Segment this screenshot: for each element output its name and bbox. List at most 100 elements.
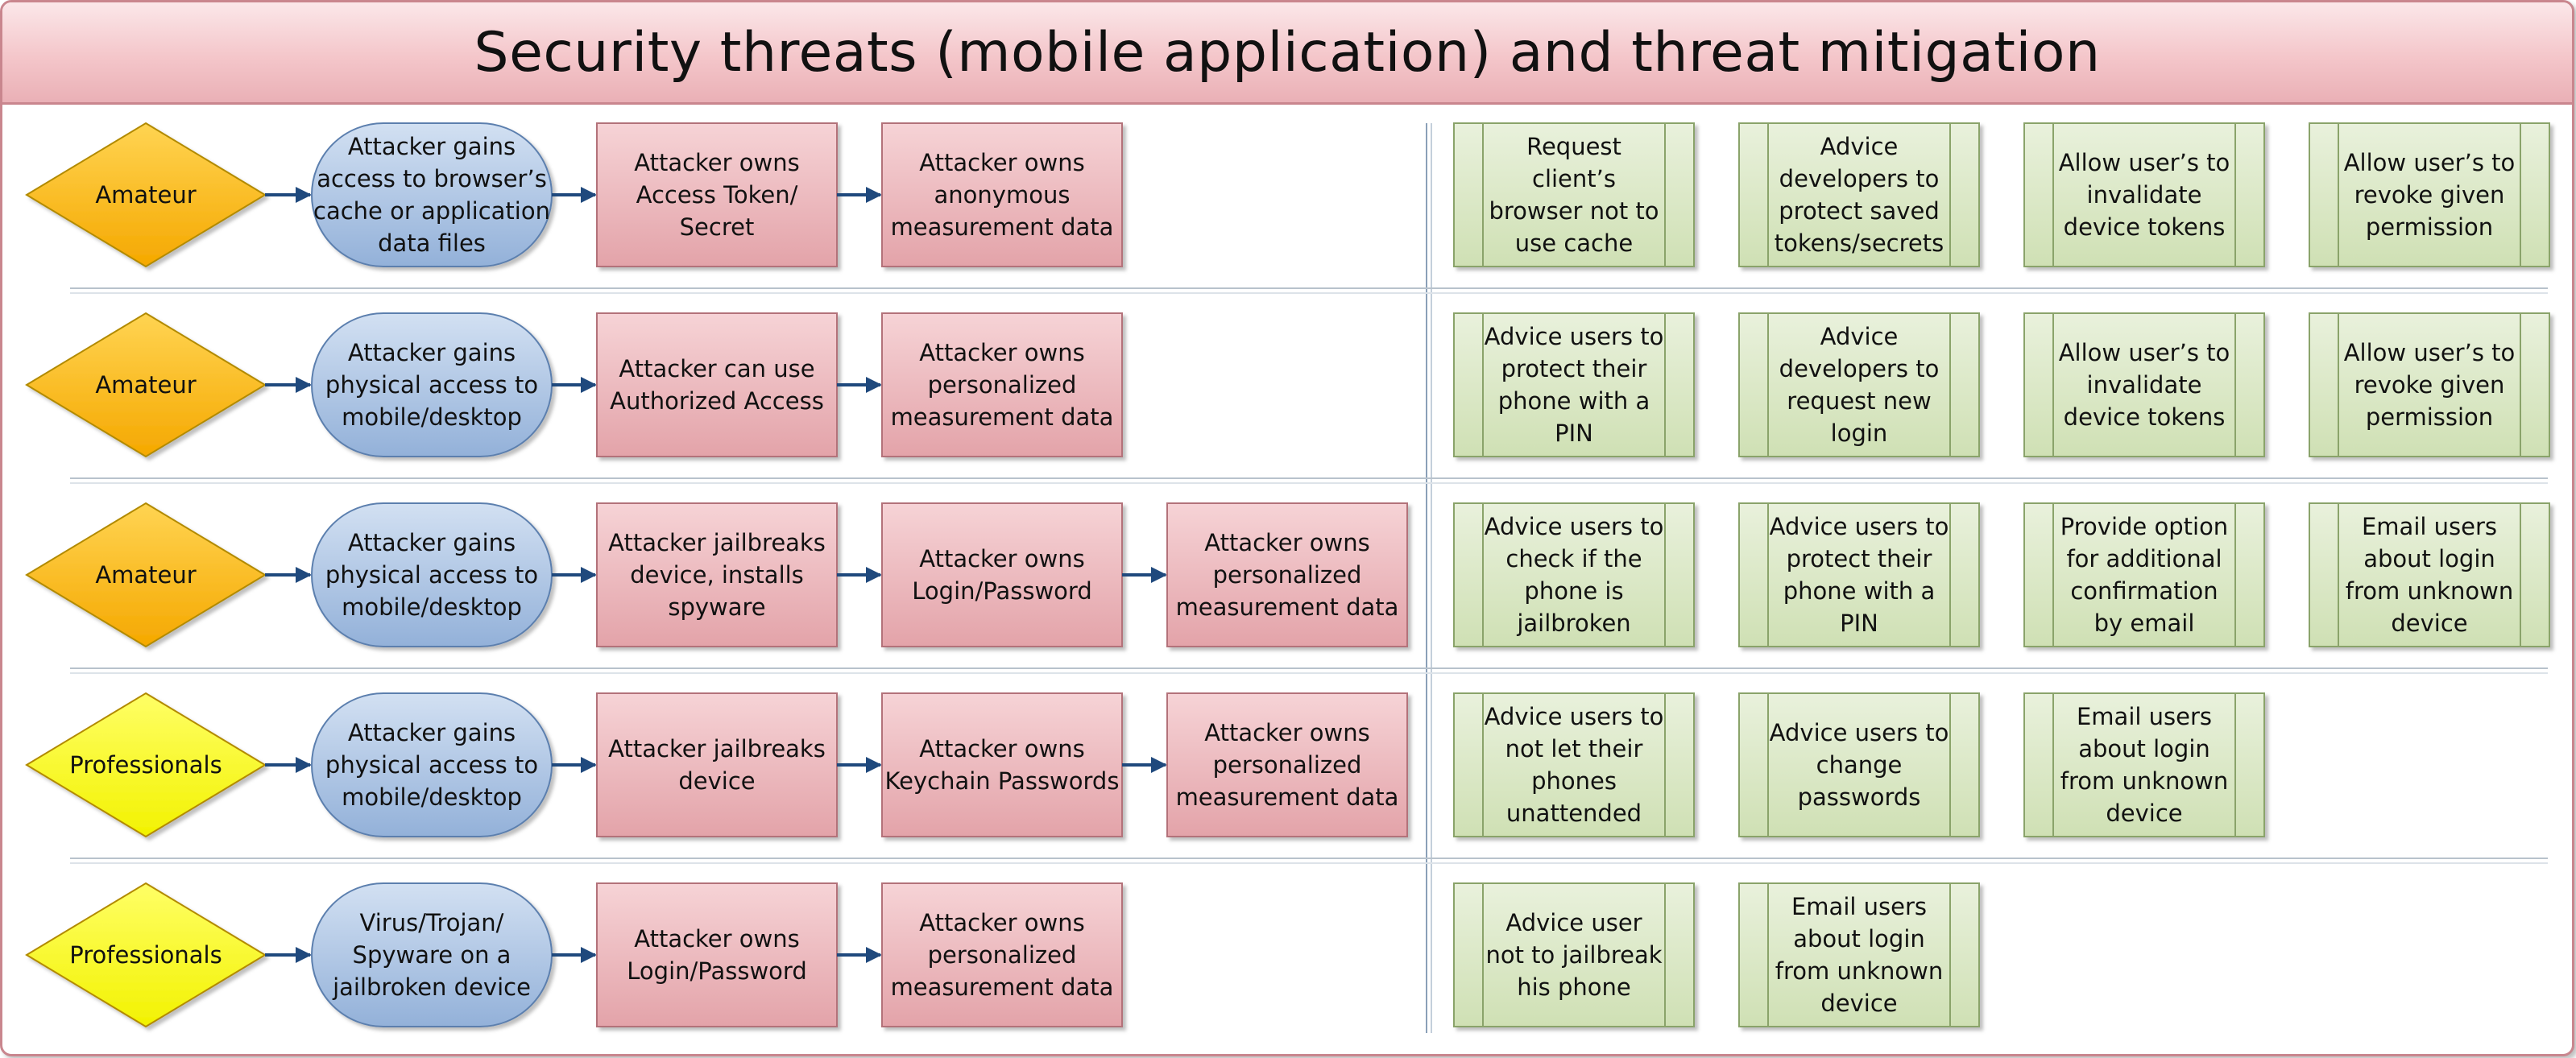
threat-step-box bbox=[881, 692, 1123, 837]
threat-step-label-line: Secret bbox=[680, 213, 755, 241]
mitigation-box bbox=[2309, 312, 2550, 457]
threat-step-label-line: Attacker jailbreaks bbox=[608, 529, 826, 556]
threat-step-box bbox=[881, 882, 1123, 1027]
threat-step-label-line: Access Token/ bbox=[636, 181, 798, 209]
threat-step-label-line: Attacker owns bbox=[919, 735, 1084, 763]
mitigation-label-line: PIN bbox=[1555, 419, 1593, 447]
mitigation-label-line: Advice bbox=[1820, 133, 1899, 160]
mitigation-label-line: confirmation bbox=[2070, 577, 2218, 605]
event-label-line: access to browser’s bbox=[317, 165, 547, 192]
threat-step-box bbox=[881, 312, 1123, 457]
mitigation-label-line: phone with a bbox=[1783, 577, 1936, 605]
mitigation-label-line: permission bbox=[2366, 403, 2493, 431]
threat-step-label-line: Attacker owns bbox=[634, 149, 799, 176]
threat-step-box bbox=[596, 502, 838, 647]
actor-diamond bbox=[25, 312, 267, 458]
threat-step-label-line: spyware bbox=[668, 593, 765, 621]
mitigation-label-line: not let their bbox=[1505, 735, 1643, 763]
mitigation-box bbox=[1738, 122, 1980, 267]
mitigation-label-line: Advice user bbox=[1505, 909, 1642, 936]
actor-label: Amateur bbox=[95, 371, 196, 399]
event-label-line: Virus/Trojan/ bbox=[360, 909, 504, 936]
mitigation-label-line: device bbox=[1820, 990, 1897, 1017]
event-label-line: Spyware on a bbox=[353, 941, 511, 969]
mitigation-box bbox=[1738, 312, 1980, 457]
mitigation-label-line: developers to bbox=[1779, 355, 1940, 382]
mitigation-label-line: Request bbox=[1526, 133, 1621, 160]
mitigation-label-line: from unknown bbox=[2060, 767, 2228, 795]
mitigation-box bbox=[1453, 692, 1695, 837]
threat-step-box bbox=[596, 882, 838, 1027]
threat-step-label-line: anonymous bbox=[934, 181, 1071, 209]
threat-step-label-line: Attacker owns bbox=[634, 925, 799, 953]
mitigation-label-line: jailbroken bbox=[1516, 610, 1630, 637]
threat-step-label-line: Keychain Passwords bbox=[885, 767, 1120, 795]
mitigation-label-line: Advice users to bbox=[1485, 323, 1664, 350]
mitigation-label-line: device tokens bbox=[2064, 403, 2226, 431]
mitigation-label: Advice users to protect their phone with a… bbox=[1485, 323, 1664, 447]
diagram-title: Security threats (mobile application) an… bbox=[474, 20, 2101, 85]
threat-step-label-line: measurement data bbox=[1176, 783, 1399, 811]
threat-step-label-line: personalized bbox=[928, 941, 1077, 969]
mitigation-label-line: revoke given bbox=[2354, 181, 2505, 209]
actor-label: Amateur bbox=[95, 561, 196, 589]
mitigation-label-line: PIN bbox=[1840, 610, 1878, 637]
threat-step-label-line: Attacker owns bbox=[1204, 719, 1369, 746]
threat-step-label-line: Attacker owns bbox=[919, 909, 1084, 936]
actor-label: Amateur bbox=[95, 181, 196, 209]
event-label-line: Attacker gains bbox=[348, 339, 516, 366]
mitigation-label-line: change bbox=[1816, 751, 1903, 779]
event-label-line: Attacker gains bbox=[348, 529, 516, 556]
mitigation-label-line: phone with a bbox=[1498, 387, 1650, 415]
mitigation-label-line: phone is bbox=[1524, 577, 1623, 605]
mitigation-box bbox=[2309, 502, 2550, 647]
threat-step-label-line: measurement data bbox=[891, 213, 1114, 241]
actor-label: Professionals bbox=[69, 941, 222, 969]
threat-step-box bbox=[596, 692, 838, 837]
mitigation-label-line: invalidate bbox=[2087, 371, 2202, 399]
mitigation-label-line: Allow user’s to bbox=[2059, 149, 2230, 176]
mitigation-label-line: Allow user’s to bbox=[2344, 149, 2516, 176]
event-label-line: Attacker gains bbox=[348, 133, 516, 160]
mitigation-label-line: Email users bbox=[2362, 513, 2497, 540]
threat-step-label-line: device bbox=[678, 767, 755, 795]
mitigation-label-line: passwords bbox=[1798, 783, 1921, 811]
mitigation-label-line: phones bbox=[1531, 767, 1617, 795]
event-label-line: mobile/desktop bbox=[342, 783, 522, 811]
mitigation-box bbox=[2023, 692, 2265, 837]
mitigation-label-line: Provide option bbox=[2060, 513, 2228, 540]
threat-step-label-line: Attacker owns bbox=[919, 545, 1084, 572]
mitigation-label-line: protect their bbox=[1787, 545, 1932, 572]
actor-diamond bbox=[25, 122, 267, 268]
mitigation-label-line: about login bbox=[2363, 545, 2495, 572]
mitigation-box bbox=[1453, 882, 1695, 1027]
title-bar: Security threats (mobile application) an… bbox=[2, 2, 2572, 105]
mitigation-label-line: protect their bbox=[1501, 355, 1647, 382]
mitigation-label-line: check if the bbox=[1505, 545, 1642, 572]
threat-step-label-line: personalized bbox=[928, 371, 1077, 399]
threat-step-label-line: Attacker owns bbox=[1204, 529, 1369, 556]
threat-step-label-line: Authorized Access bbox=[610, 387, 824, 415]
mitigation-label-line: from unknown bbox=[2346, 577, 2513, 605]
threat-step-box bbox=[1166, 692, 1408, 837]
actor-diamond bbox=[25, 502, 267, 648]
event-label-line: physical access to bbox=[325, 371, 538, 399]
mitigation-box bbox=[1453, 312, 1695, 457]
mitigation-box bbox=[2023, 312, 2265, 457]
